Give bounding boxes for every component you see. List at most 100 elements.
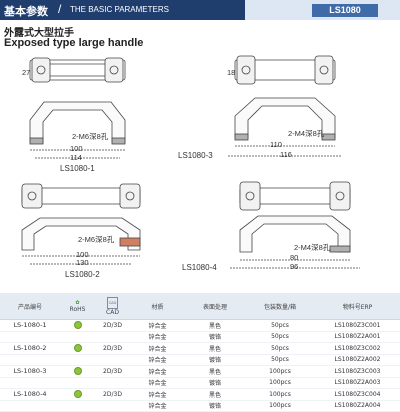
cell-code xyxy=(0,354,60,366)
drawing-4-side-view xyxy=(230,215,360,269)
header-dark-band xyxy=(0,0,245,20)
d1-height: 27 xyxy=(22,68,31,77)
th-finish: 表面处理 xyxy=(185,293,245,320)
cell-rohs xyxy=(60,400,95,412)
cell-finish: 黑色 xyxy=(185,365,245,378)
cell-erp: LS1080Z3C002 xyxy=(315,342,400,355)
cell-material: 锌合金 xyxy=(130,319,185,332)
cell-cad xyxy=(95,400,130,412)
cell-pack: 100pcs xyxy=(245,377,315,389)
cell-finish: 镀铬 xyxy=(185,331,245,343)
cell-erp: LS1080Z2A001 xyxy=(315,331,400,343)
cell-material: 锌合金 xyxy=(130,400,185,412)
cell-finish: 镀铬 xyxy=(185,354,245,366)
cell-rohs xyxy=(60,365,95,378)
cell-code: LS-1080-2 xyxy=(0,342,60,355)
technical-drawings: 27 2-M6深8孔 100 114 LS1080-1 18 2-M4深8孔 1… xyxy=(0,50,400,290)
d3-dim-b: 110 xyxy=(270,140,282,149)
cell-pack: 100pcs xyxy=(245,365,315,378)
cell-rohs xyxy=(60,377,95,389)
cell-cad[interactable]: 2D/3D xyxy=(95,342,130,355)
cell-finish: 镀铬 xyxy=(185,377,245,389)
drawing-1-top-view xyxy=(29,57,126,83)
model-code-badge: LS1080 xyxy=(312,4,378,17)
d2-dim-b: 100 xyxy=(76,250,89,259)
drawing-2-top-view xyxy=(21,183,141,209)
th-pack: 包装数量/箱 xyxy=(245,293,315,320)
th-cad: CAD CAD xyxy=(95,293,130,320)
drawing-3-side-view xyxy=(228,97,342,157)
cell-cad[interactable]: 2D/3D xyxy=(95,365,130,378)
d4-thread: 2-M4深8孔 xyxy=(294,243,331,252)
th-rohs: ✿ RoHS xyxy=(60,293,95,320)
d4-dim-b: 80 xyxy=(290,253,299,262)
cell-code xyxy=(0,331,60,343)
d4-dim-a: 96 xyxy=(290,262,299,271)
d2-thread: 2-M6深8孔 xyxy=(78,235,115,244)
cell-pack: 50pcs xyxy=(245,342,315,355)
cell-code xyxy=(0,400,60,412)
header-cn-label: 基本参数 xyxy=(4,5,48,18)
cell-cad[interactable]: 2D/3D xyxy=(95,388,130,401)
header-bar: 基本参数 / THE BASIC PARAMETERS LS1080 xyxy=(0,0,400,20)
table-header-row: 产品编号 ✿ RoHS CAD CAD 材质 表面处理 包装数量/箱 物料号ER… xyxy=(0,293,400,320)
d3-height: 18 xyxy=(227,68,236,77)
cell-cad[interactable]: 2D/3D xyxy=(95,319,130,332)
cell-code: LS-1080-3 xyxy=(0,365,60,378)
cell-erp: LS1080Z2A004 xyxy=(315,400,400,412)
rohs-dot-icon xyxy=(73,390,82,399)
cell-material: 锌合金 xyxy=(130,331,185,343)
cell-finish: 镀铬 xyxy=(185,400,245,412)
cell-cad xyxy=(95,377,130,389)
cell-pack: 50pcs xyxy=(245,319,315,332)
cell-finish: 黑色 xyxy=(185,319,245,332)
cell-pack: 50pcs xyxy=(245,354,315,366)
cell-code: LS-1080-4 xyxy=(0,388,60,401)
d1-dim-b: 114 xyxy=(70,153,82,162)
cell-cad xyxy=(95,354,130,366)
header-en-label: THE BASIC PARAMETERS xyxy=(70,5,169,14)
cell-cad xyxy=(95,331,130,343)
cell-material: 锌合金 xyxy=(130,354,185,366)
cell-material: 锌合金 xyxy=(130,365,185,378)
rohs-dot-icon xyxy=(73,344,82,353)
title-en: Exposed type large handle xyxy=(4,37,144,49)
rohs-dot-icon xyxy=(73,321,82,330)
label-ls1080-4: LS1080-4 xyxy=(182,263,217,272)
cell-rohs xyxy=(60,342,95,355)
d2-dim-a: 130 xyxy=(76,258,89,267)
d1-thread: 2-M6深8孔 xyxy=(72,132,109,141)
label-ls1080-2: LS1080-2 xyxy=(65,270,100,279)
cell-erp: LS1080Z2A003 xyxy=(315,377,400,389)
cad-icon: CAD xyxy=(107,296,118,309)
cell-code xyxy=(0,377,60,389)
cell-material: 锌合金 xyxy=(130,342,185,355)
cell-pack: 100pcs xyxy=(245,400,315,412)
cell-pack: 50pcs xyxy=(245,331,315,343)
cell-material: 锌合金 xyxy=(130,377,185,389)
cell-rohs xyxy=(60,388,95,401)
th-code: 产品编号 xyxy=(0,293,60,320)
d1-dim-a: 100 xyxy=(70,144,83,153)
th-material: 材质 xyxy=(130,293,185,320)
cell-code: LS-1080-1 xyxy=(0,319,60,332)
label-ls1080-1: LS1080-1 xyxy=(60,164,95,173)
cell-erp: LS1080Z2A002 xyxy=(315,354,400,366)
th-erp: 物料号ERP xyxy=(315,293,400,320)
cell-erp: LS1080Z3C001 xyxy=(315,319,400,332)
rohs-icon: ✿ xyxy=(75,300,80,306)
d3-thread: 2-M4深8孔 xyxy=(288,129,325,138)
drawing-3-top-view xyxy=(234,55,336,85)
drawing-2-side-view xyxy=(21,217,141,265)
drawing-1-side-view xyxy=(29,101,126,159)
cell-material: 锌合金 xyxy=(130,388,185,401)
cell-erp: LS1080Z3C003 xyxy=(315,365,400,378)
